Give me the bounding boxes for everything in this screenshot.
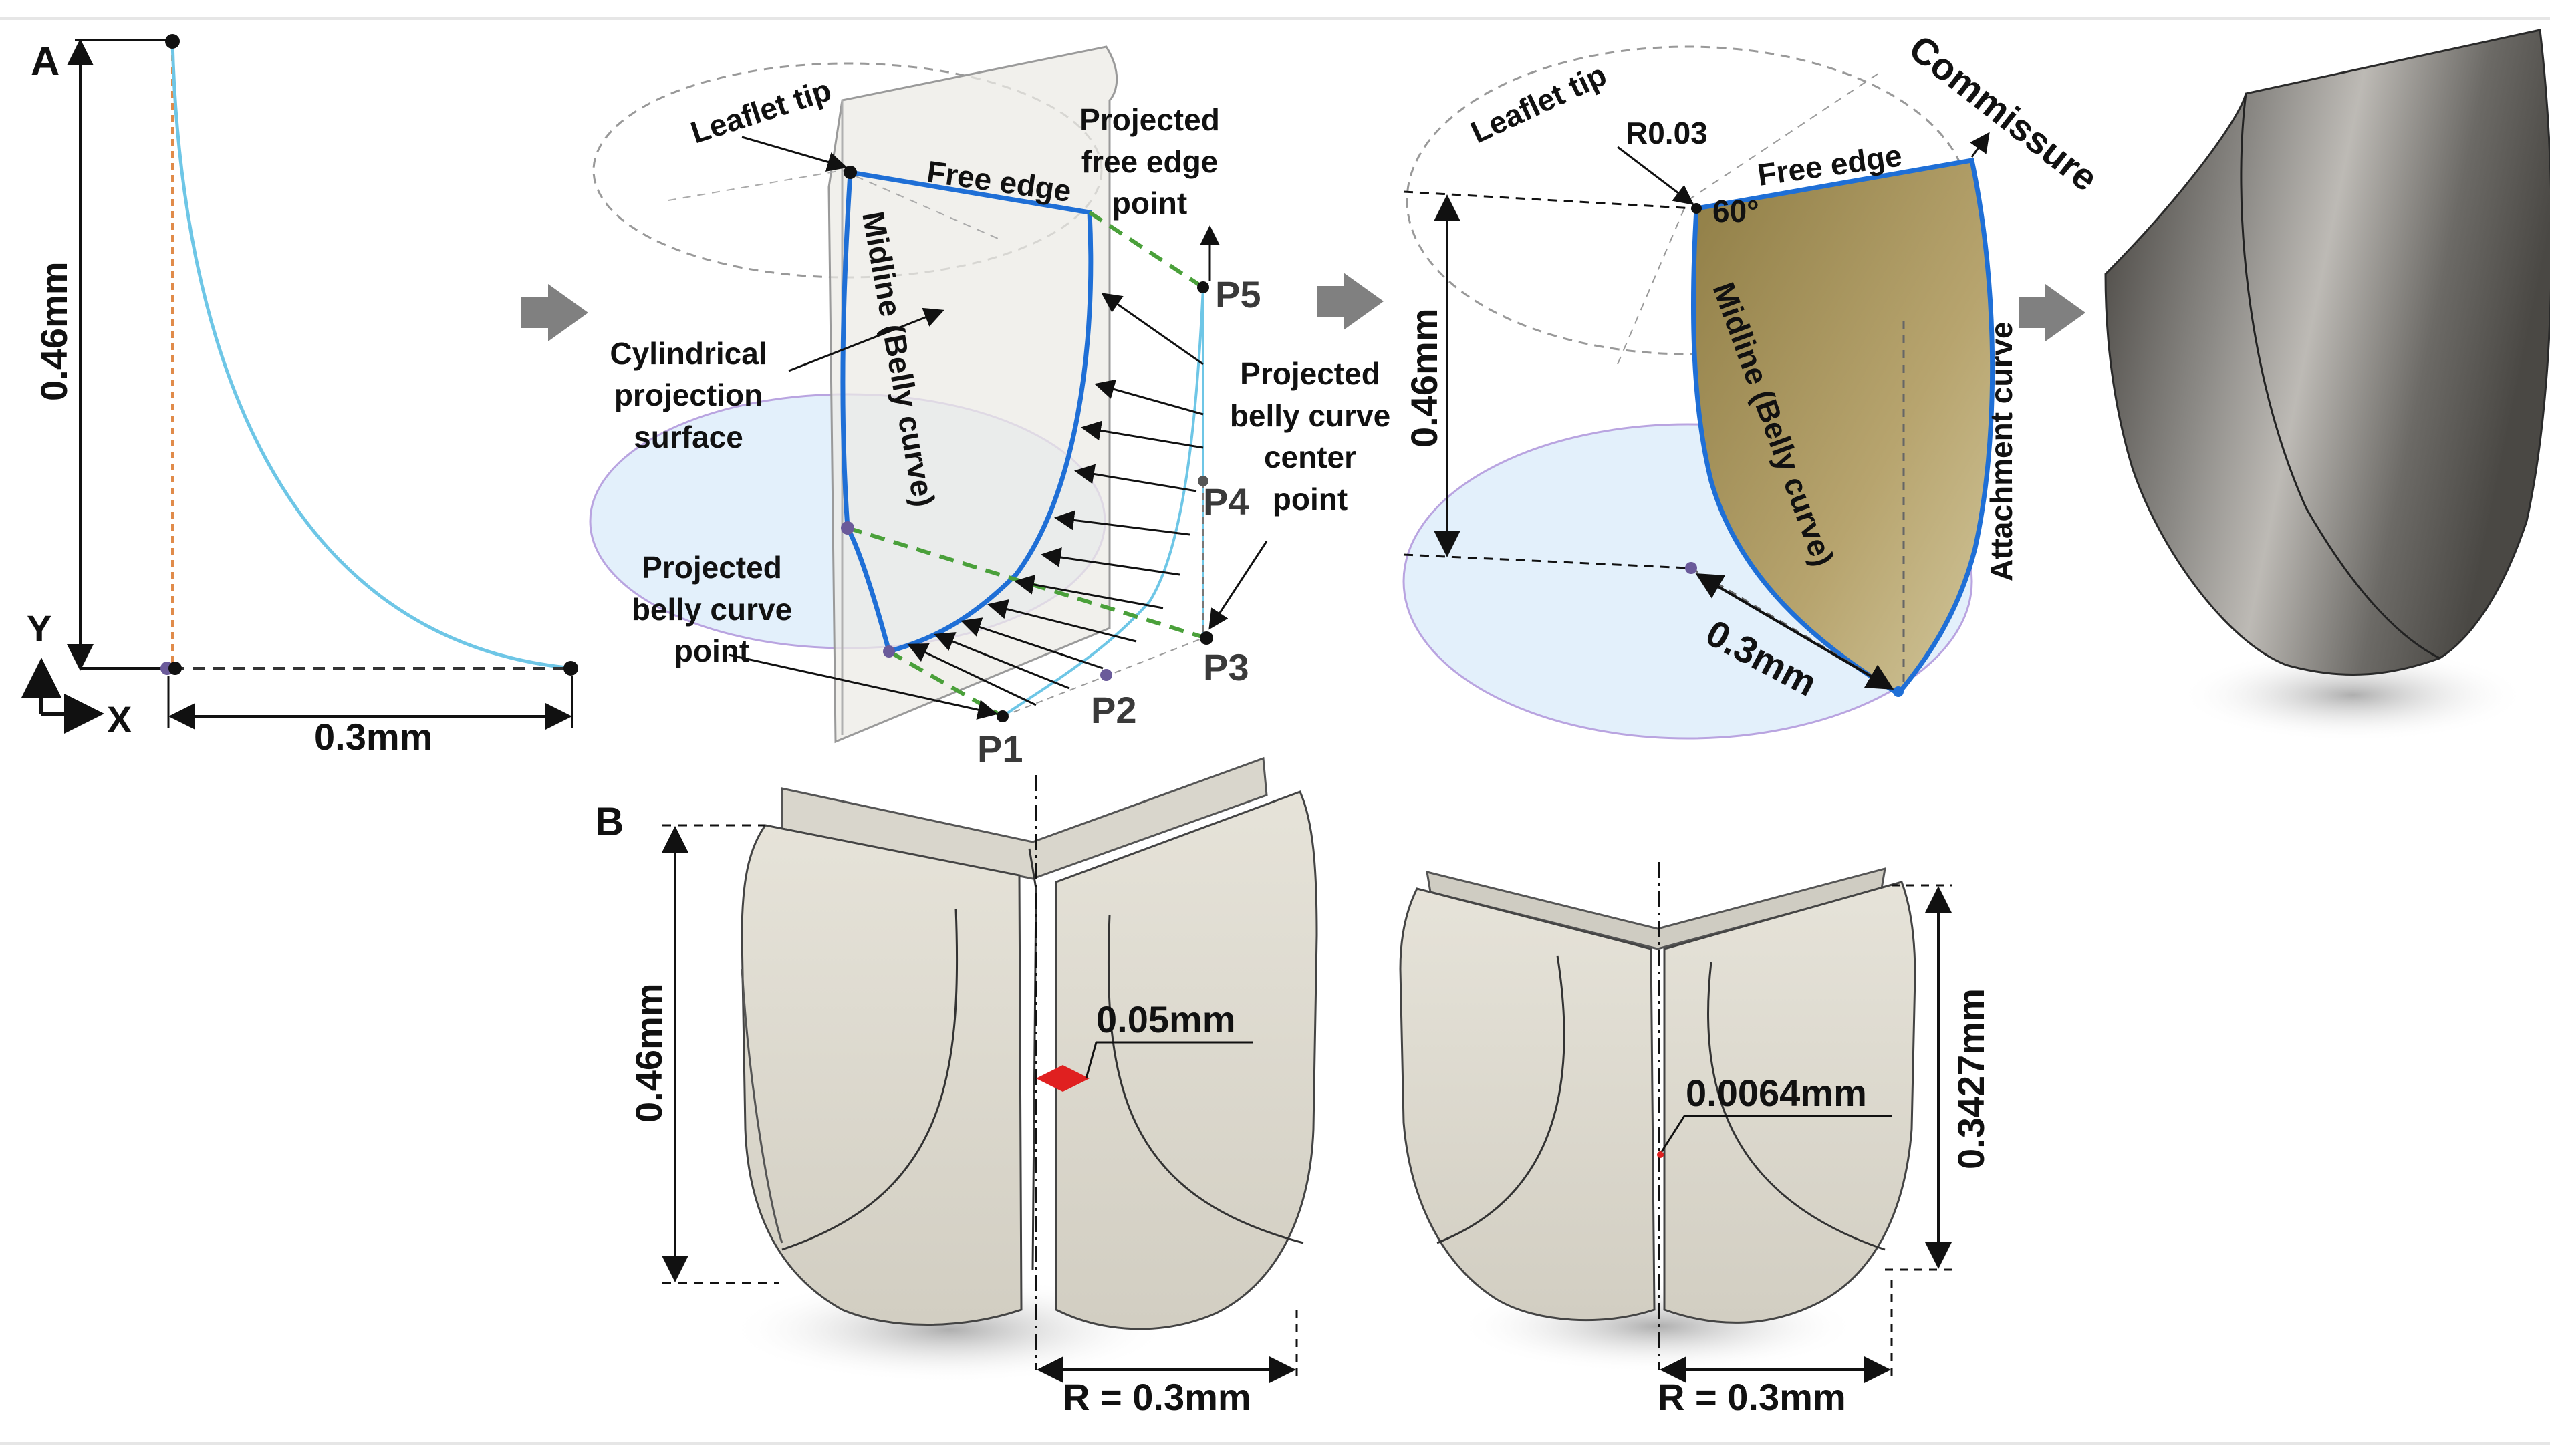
flow-arrow-3-icon [2019, 284, 2085, 341]
closed-right-curve [1707, 962, 1886, 1251]
panel-borders [0, 17, 2550, 1445]
a2-projected-free-edge-line1: Projected [1079, 102, 1220, 137]
a2-surface-line2: projection [614, 378, 763, 412]
leaflet-3d-midline [2240, 93, 2440, 660]
a2-belly-point-line2: belly curve [632, 592, 792, 627]
a2-center-line3: center [1264, 440, 1356, 474]
panel-a-leaflet-dimensions: 0.46mm 0.3mm Leaflet tip R0.03 Free edge… [1402, 27, 2106, 740]
belly-curve-profile [170, 41, 574, 670]
b-right-gap-mark [1657, 1151, 1664, 1158]
b-right-gap-label: 0.0064mm [1686, 1072, 1867, 1114]
closed-left-leaflet [1399, 887, 1656, 1322]
p4-point [1198, 476, 1208, 486]
p2-point [1100, 669, 1112, 681]
height-dimension-label: 0.46mm [33, 261, 75, 401]
p5-label: P5 [1215, 273, 1261, 315]
flow-arrow-2-icon [1317, 273, 1384, 330]
width-dimension-label: 0.3mm [314, 716, 432, 758]
right-leaflet-curve [1107, 915, 1304, 1244]
a3-base-point [1685, 562, 1697, 574]
a3-attachment-label: Attachment curve [1984, 321, 2019, 581]
p2-label: P2 [1091, 689, 1137, 731]
belly-point-callout [728, 653, 998, 720]
a2-leaflet-tip-label: Leaflet tip [686, 72, 836, 150]
valve-assembly-right: 0.0064mm 0.3427mm R = 0.3mm [1399, 862, 1992, 1418]
origin-point-2 [168, 662, 182, 675]
b-right-radius-label: R = 0.3mm [1658, 1376, 1846, 1418]
b-left-radius-label: R = 0.3mm [1063, 1376, 1251, 1418]
a2-belly-point-line1: Projected [642, 550, 782, 585]
a3-leaflet-tip-label: Leaflet tip [1465, 57, 1612, 150]
valve-assembly-left: 0.46mm 0.05mm R = 0.3mm [628, 756, 1318, 1418]
base-point [883, 645, 895, 658]
a2-projected-free-edge-line2: free edge [1081, 144, 1219, 179]
a3-commissure-callout [1970, 132, 1990, 158]
guide-dashed-1 [668, 170, 843, 201]
p5-point [1197, 281, 1209, 293]
cylindrical-surface [827, 45, 1118, 744]
left-center-seam [1028, 848, 1037, 1270]
a3-bottom-point [1893, 686, 1904, 697]
x-axis-label: X [107, 698, 132, 740]
b-right-gap-leader [1660, 1115, 1686, 1153]
projection-arrows [907, 293, 1204, 706]
curve-end-point [563, 661, 578, 676]
panel-a-projection: Leaflet tip Free edge Projected free edg… [589, 45, 1390, 770]
closed-right-leaflet [1663, 881, 1916, 1324]
leaflet-3d-body [2104, 29, 2550, 676]
b-left-height-label: 0.46mm [628, 983, 670, 1123]
leaflet-shadow [2179, 648, 2527, 742]
a3-angle-label: 60° [1712, 194, 1759, 229]
a2-surface-line3: surface [634, 420, 743, 454]
a3-guide-1 [1617, 200, 1688, 365]
p1-label: P1 [977, 728, 1023, 770]
leaflet-tip-point [844, 166, 857, 179]
left-leaflet [741, 824, 1023, 1326]
surface-callout [788, 307, 944, 372]
center-point-callout [1208, 541, 1268, 630]
p3-label: P3 [1203, 646, 1249, 688]
leaflet-tip-callout [741, 136, 848, 172]
right-leaflet [1055, 790, 1318, 1330]
a2-center-line1: Projected [1240, 356, 1380, 391]
a3-radius-label: R0.03 [1626, 116, 1708, 150]
a2-belly-point-line3: point [674, 633, 749, 668]
a2-projected-free-edge-line3: point [1112, 186, 1187, 221]
a2-surface-line1: Cylindrical [610, 336, 767, 371]
panel-a-3d-leaflet [2104, 29, 2550, 742]
p1-point [997, 710, 1009, 722]
a3-height-label: 0.46mm [1403, 308, 1445, 448]
panel-label-b: B [595, 799, 624, 844]
a3-radius-callout [1617, 146, 1694, 205]
a2-center-line2: belly curve [1230, 398, 1390, 433]
panel-a-profile: A 0.46mm 0.3mm Y X [21, 34, 578, 758]
p4-label: P4 [1203, 480, 1249, 523]
closed-left-curve [1436, 955, 1565, 1244]
a3-tip-point [1691, 203, 1702, 214]
left-leaflet-curve [781, 908, 959, 1251]
a2-center-line4: point [1273, 482, 1348, 517]
p3-point [1200, 631, 1213, 645]
panel-b: B 0.46mm 0.05mm [595, 756, 1992, 1418]
b-gap-leader [1085, 1042, 1098, 1079]
green-dashed-belly [847, 526, 1207, 640]
curve-top-point [165, 34, 180, 49]
y-axis-label: Y [27, 607, 51, 649]
left-leaflet-edge [741, 968, 783, 1244]
b-right-height-label: 0.3427mm [1950, 988, 1992, 1169]
a3-radial-dimension [1695, 573, 1894, 690]
belly-point [841, 521, 854, 535]
flow-arrow-1-icon [521, 284, 588, 341]
panel-label-a: A [31, 39, 59, 84]
b-gap-label: 0.05mm [1096, 998, 1236, 1040]
